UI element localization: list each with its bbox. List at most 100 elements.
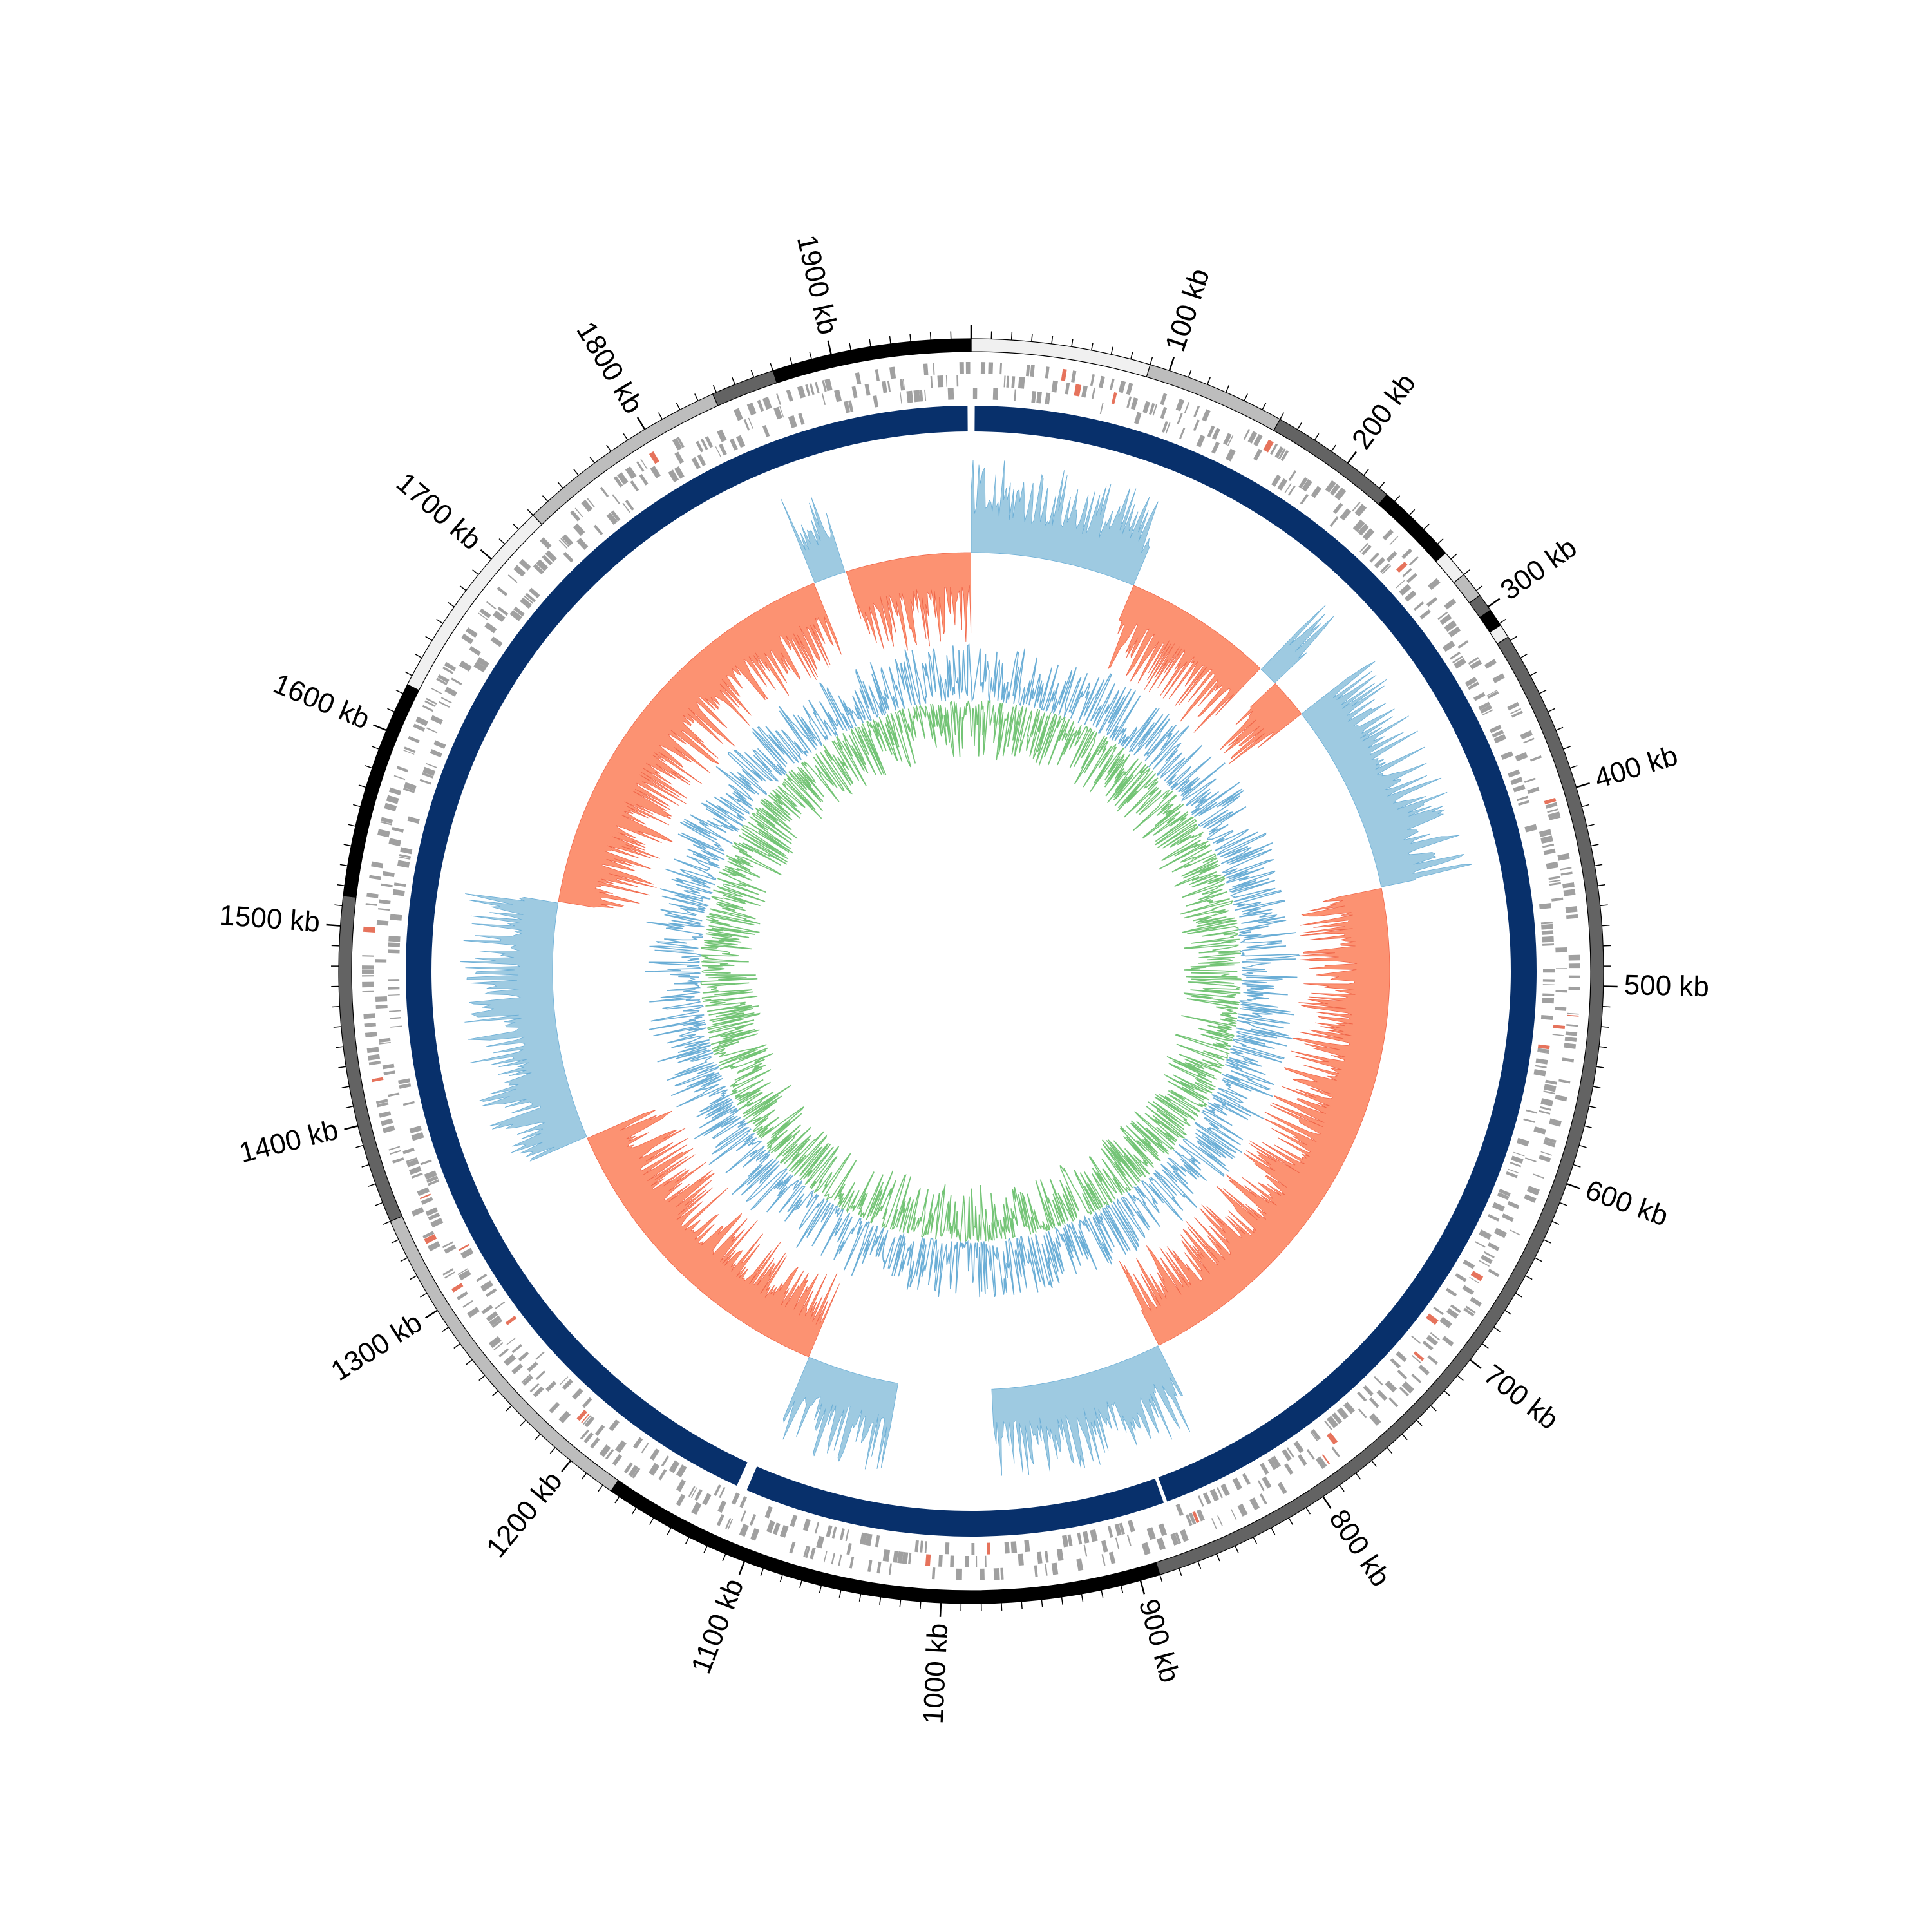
gene-feature [369,875,381,880]
gene-feature [1481,1255,1493,1264]
minor-tick [770,363,773,371]
gene-feature [529,587,540,599]
gene-feature [1515,752,1528,762]
gene-feature [716,1514,724,1526]
gene-feature [399,856,411,860]
minor-tick [1555,726,1564,731]
gene-feature [746,402,757,416]
gene-feature [789,1541,796,1554]
gene-feature [1011,376,1016,388]
gene-feature [649,451,659,464]
gene-feature [1369,552,1380,563]
gene-feature [805,1546,811,1558]
minor-tick [1216,1553,1220,1562]
tick-label: 600 kb [1582,1174,1672,1233]
minor-tick [1593,1086,1601,1089]
gene-feature [1488,1214,1500,1222]
gene-feature [839,1528,845,1540]
gene-feature [1568,986,1580,990]
tick-label: 500 kb [1624,969,1709,1003]
minor-tick [1188,370,1192,378]
gene-feature [1513,784,1526,793]
gene-feature [1555,968,1567,969]
gene-feature [1516,1137,1530,1147]
gene-feature [1065,382,1070,395]
gene-feature [407,816,420,824]
tick-label: 1200 kb [480,1465,569,1563]
gene-feature [1382,529,1394,541]
gene-feature [1486,690,1498,696]
gene-feature [422,1231,435,1239]
gene-feature [1253,448,1262,461]
gene-feature [956,1568,962,1580]
gene-feature [1462,1285,1475,1295]
gene-feature [1262,1476,1272,1489]
gene-feature [491,1319,503,1329]
minor-tick [1041,1599,1043,1607]
gene-feature [743,419,750,431]
gene-feature [1271,1455,1282,1468]
gene-feature [897,1551,904,1564]
gene-feature [430,715,443,724]
minor-tick [1051,336,1054,345]
gene-feature [1361,544,1372,556]
gene-feature [615,1440,627,1454]
gene-feature [379,899,391,905]
gene-feature [580,1429,590,1440]
gene-feature [1547,808,1559,813]
gene-feature [1381,565,1392,574]
minor-tick [1305,1507,1311,1515]
gene-feature [1128,1520,1135,1533]
gene-feature [366,1046,379,1054]
gene-feature [1406,573,1417,583]
gene-feature [965,1555,970,1567]
contig-ring [338,338,1604,1604]
minor-tick [459,585,467,591]
gene-feature [766,1520,775,1533]
gene-feature [834,389,842,402]
gene-feature [488,1336,502,1349]
gene-feature [1148,402,1155,415]
minor-tick [1061,1596,1063,1605]
gene-feature [1051,380,1058,393]
gene-feature [377,907,390,911]
gene-feature [1034,1565,1038,1577]
gene-feature [1180,1529,1189,1542]
major-tick [827,340,832,355]
gene-feature [1562,1057,1575,1063]
gene-feature [457,1291,468,1300]
gene-feature [533,1386,544,1397]
gene-feature [1542,979,1555,982]
minor-tick [1207,377,1211,385]
gene-feature [724,1517,732,1530]
gene-feature [507,574,518,583]
gene-feature [1426,1313,1439,1325]
gene-feature [985,1555,987,1567]
minor-tick [442,1327,449,1332]
gene-feature [924,389,927,401]
gene-feature [831,1526,837,1539]
gene-feature [1492,730,1504,738]
gene-feature [1542,993,1555,996]
major-tick [738,1561,746,1575]
gene-feature [1202,409,1211,422]
gene-feature [1551,897,1564,902]
minor-tick [1520,653,1528,659]
minor-tick [1253,1537,1258,1544]
gene-feature [1467,681,1479,690]
gene-feature [1232,1477,1242,1490]
minor-tick [732,377,735,385]
gene-feature [988,362,994,374]
gene-feature [1419,609,1432,620]
gene-feature [392,889,405,896]
gene-feature [1179,428,1186,439]
gene-feature [1018,1553,1024,1566]
gene-feature [676,1464,687,1478]
gene-feature [1014,389,1017,401]
gene-feature [690,1487,697,1499]
gene-feature [1478,701,1491,710]
minor-tick [400,1257,408,1262]
gene-feature [1192,1511,1200,1524]
gene-feature [1542,984,1555,985]
minor-tick [879,1596,882,1605]
